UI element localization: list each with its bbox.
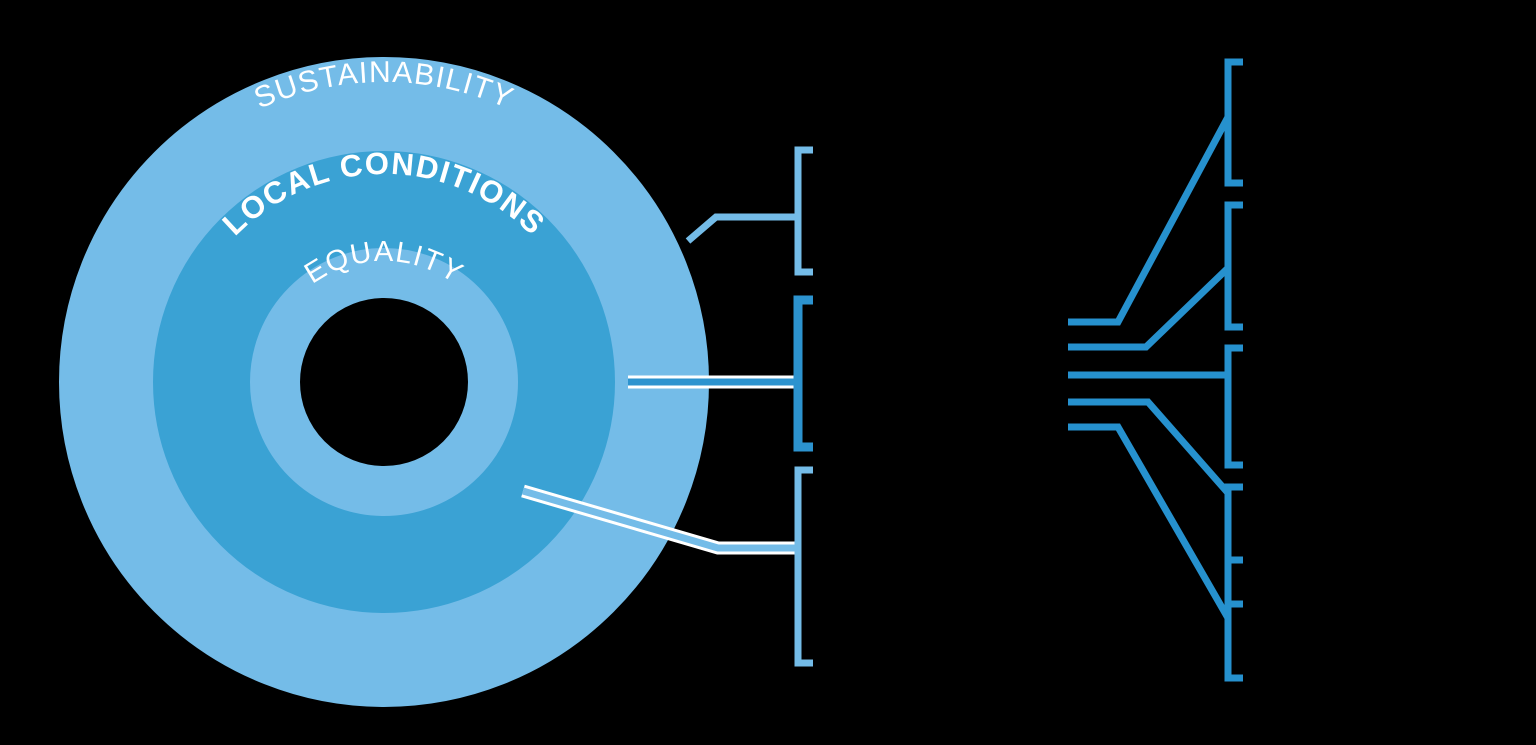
bracket-r-3 — [1224, 344, 1243, 469]
brackets-right-group — [1224, 58, 1243, 682]
bracket-m-3 — [794, 466, 813, 667]
ring-inner — [250, 248, 518, 516]
fan-line-4 — [1068, 398, 1231, 496]
fan-lines-group — [1068, 115, 1232, 620]
bracket-r-4 — [1224, 483, 1243, 608]
connector-top — [685, 213, 798, 244]
bracket-r-1 — [1224, 58, 1243, 187]
connector-bottom — [522, 487, 798, 552]
fan-line-2 — [1068, 265, 1231, 351]
bracket-m-1 — [794, 146, 813, 276]
fan-line-1 — [1068, 115, 1232, 326]
bracket-m-2 — [793, 295, 813, 452]
rings-group — [59, 57, 709, 707]
brackets-middle-group — [793, 146, 813, 667]
connectors-group — [521, 213, 798, 555]
fan-line-5 — [1068, 423, 1232, 620]
ring-middle — [153, 151, 615, 613]
bracket-r-5 — [1224, 556, 1243, 682]
bracket-r-2 — [1224, 201, 1243, 331]
